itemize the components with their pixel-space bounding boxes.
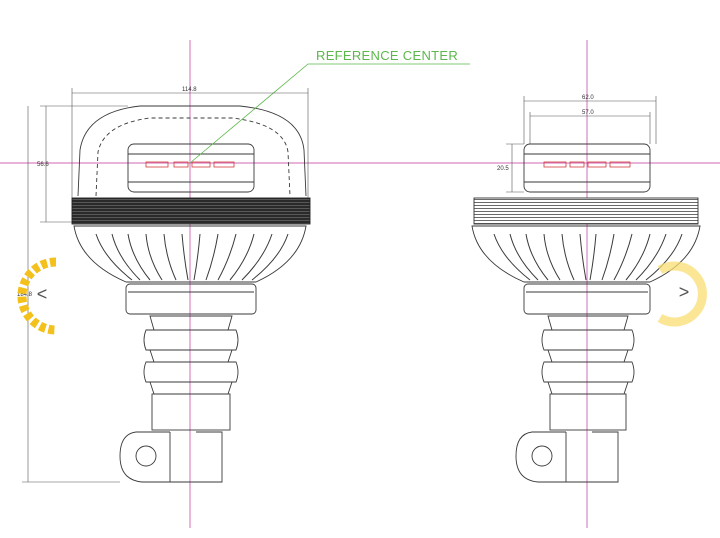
right-thread-band [473, 197, 699, 225]
right-lens [523, 143, 651, 193]
left-mount-hole [135, 445, 157, 467]
left-dimensions [22, 88, 309, 483]
chevron-left-icon: < [36, 284, 48, 304]
left-fins [95, 233, 289, 281]
right-view [471, 143, 701, 483]
dim-left-total-height: 184.8 [17, 292, 33, 298]
right-dimensions [506, 96, 657, 193]
left-base-band [71, 197, 311, 225]
left-neck [125, 283, 257, 315]
left-mount-tab [119, 431, 223, 483]
left-view [71, 105, 311, 483]
right-fins [493, 233, 683, 281]
left-lens [127, 143, 255, 193]
dim-right-lens-height: 20.5 [497, 166, 509, 172]
prev-nav-ring [17, 257, 57, 335]
right-led-strip [543, 161, 631, 168]
left-fin-body [73, 225, 307, 283]
next-nav-ring [657, 261, 707, 327]
reference-center-label: REFERENCE CENTER [316, 48, 459, 63]
left-bellows [143, 315, 239, 431]
right-neck [523, 283, 651, 315]
chevron-right-icon: > [678, 282, 690, 302]
left-led-strip [145, 161, 235, 168]
dim-right-outer-width: 62.0 [582, 95, 594, 101]
right-bellows [541, 315, 635, 431]
reference-leader [189, 63, 470, 164]
next-button[interactable]: > [654, 262, 714, 322]
prev-button[interactable]: < [12, 264, 72, 324]
right-fin-body [471, 225, 701, 283]
left-dome-inner [95, 117, 291, 197]
dim-left-overall-width: 114.8 [182, 87, 197, 93]
left-dome [77, 105, 307, 197]
dim-left-dome-height: 56.6 [37, 162, 49, 168]
right-mount-tab [515, 431, 619, 483]
right-mount-hole [531, 445, 553, 467]
dim-right-inner-width: 57.0 [582, 110, 594, 116]
